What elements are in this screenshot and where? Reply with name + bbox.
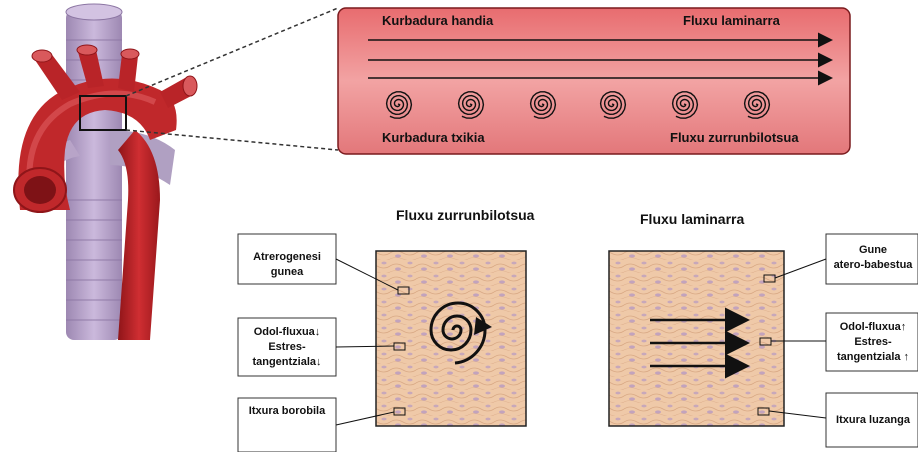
right-box-2-text: Odol-fluxua↑ Estres- tangentziala ↑: [828, 320, 918, 365]
right-box-1-line-2: atero-babestua: [828, 258, 918, 273]
right-box-1-text: Gune atero-babestua: [828, 243, 918, 273]
inset-label-laminar: Fluxu laminarra: [683, 13, 781, 28]
left-box-2-line-2: Estres-: [240, 340, 334, 355]
inset-label-greater-curvature: Kurbadura handia: [382, 13, 494, 28]
left-box-2-text: Odol-fluxua↓ Estres- tangentziala↓: [240, 325, 334, 370]
left-box-2-line-3: tangentziala↓: [240, 355, 334, 370]
flow-inset: Kurbadura handia Fluxu laminarra Kurbadu…: [338, 8, 850, 154]
left-box-3-label: Itxura borobila: [240, 404, 334, 419]
right-box-2-line-3: tangentziala ↑: [828, 350, 918, 365]
zoom-line-top: [126, 8, 338, 96]
descending-aorta: [118, 130, 160, 340]
aorta-illustration: [14, 4, 338, 340]
right-box-2-line-2: Estres-: [828, 335, 918, 350]
right-box-2-line-1: Odol-fluxua↑: [828, 320, 918, 335]
inset-label-turbulent: Fluxu zurrunbilotsua: [670, 130, 799, 145]
turbulent-tissue-panel: [376, 251, 526, 426]
laminar-panel-title: Fluxu laminarra: [640, 211, 744, 227]
right-box-3-text: Itxura luzanga: [828, 413, 918, 428]
inset-label-lesser-curvature: Kurbadura txikia: [382, 130, 485, 145]
right-box-1-line-1: Gune: [828, 243, 918, 258]
left-box-2-line-1: Odol-fluxua↓: [240, 325, 334, 340]
right-box-3-label: Itxura luzanga: [828, 413, 918, 428]
laminar-tissue-panel: [609, 251, 784, 426]
left-box-1-label: Atrerogenesi gunea: [240, 250, 334, 280]
left-box-3-text: Itxura borobila: [240, 404, 334, 419]
left-box-1-text: Atrerogenesi gunea: [240, 250, 334, 280]
turbulent-panel-title: Fluxu zurrunbilotsua: [396, 207, 535, 223]
